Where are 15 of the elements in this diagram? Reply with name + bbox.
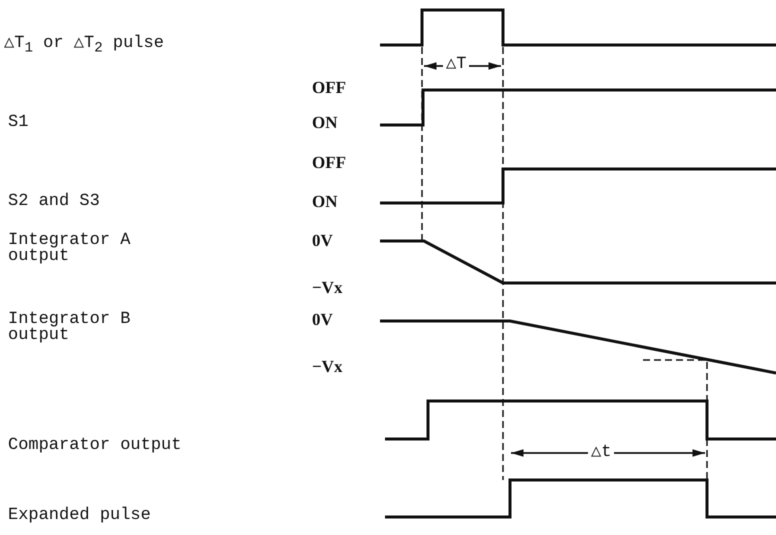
signal-label: Comparator output: [8, 438, 182, 454]
signal-label: Integrator B output: [8, 312, 132, 344]
signal-label: S1: [8, 115, 28, 131]
signal-label: △T$_{1}$ or △T$_{2}$ pulse: [4, 36, 164, 56]
level-label: −Vx: [312, 359, 342, 375]
signal-label: Expanded pulse: [8, 508, 151, 524]
level-label: ON: [312, 194, 338, 210]
signal-label: S2 and S3: [8, 194, 100, 210]
level-label: ON: [312, 115, 338, 131]
signal-label: Integrator A output: [8, 233, 132, 265]
level-label: OFF: [312, 155, 346, 171]
level-label: 0V: [312, 233, 333, 249]
level-label: OFF: [312, 80, 346, 96]
level-label: 0V: [312, 312, 333, 328]
level-label: −Vx: [312, 280, 342, 296]
